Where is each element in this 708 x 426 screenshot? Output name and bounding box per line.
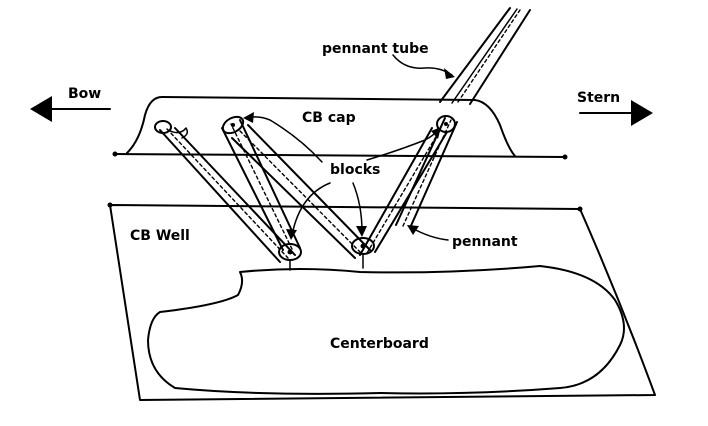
- cb-cap-label: CB cap: [302, 110, 356, 126]
- pennant-label: pennant: [452, 234, 518, 250]
- blocks-label: blocks: [330, 162, 380, 178]
- pennant-tube-label: pennant tube: [322, 41, 429, 57]
- pointer-arrowhead: [444, 68, 455, 79]
- pennant-tube: [439, 7, 531, 105]
- stern-label: Stern: [577, 90, 620, 106]
- cb-well-label: CB Well: [130, 228, 190, 244]
- deck-line: [114, 153, 566, 158]
- bow-arrow: [30, 96, 111, 122]
- stern-arrow: [579, 100, 653, 126]
- pointer-arrowhead: [407, 225, 419, 235]
- pointer-arrowhead: [356, 226, 367, 237]
- deck-line-end-dot: [562, 154, 568, 160]
- cb-well-outline: [109, 204, 656, 401]
- cb-cap-outline: [126, 96, 516, 157]
- blocks-pointer-lower-left: [291, 182, 331, 236]
- well-corner-dot: [107, 202, 113, 208]
- block-anchor-left: [154, 120, 189, 139]
- well-corner-dot: [577, 206, 583, 212]
- pointer-arrowhead: [243, 112, 254, 123]
- centerboard-outline: [147, 265, 625, 395]
- block-top: [221, 115, 245, 135]
- pennant-tube-pointer: [392, 54, 453, 76]
- bow-label: Bow: [68, 86, 101, 102]
- pennant-pointer: [411, 227, 449, 241]
- pointer-arrowhead: [431, 127, 441, 139]
- pointer-arrowhead: [286, 229, 297, 240]
- pennant-rope: [159, 117, 458, 263]
- centerboard-label: Centerboard: [330, 336, 429, 352]
- deck-line-end-dot: [112, 151, 118, 157]
- block-lower-right: [351, 237, 375, 269]
- block-lower-left: [278, 243, 302, 271]
- block-tube: [436, 115, 456, 133]
